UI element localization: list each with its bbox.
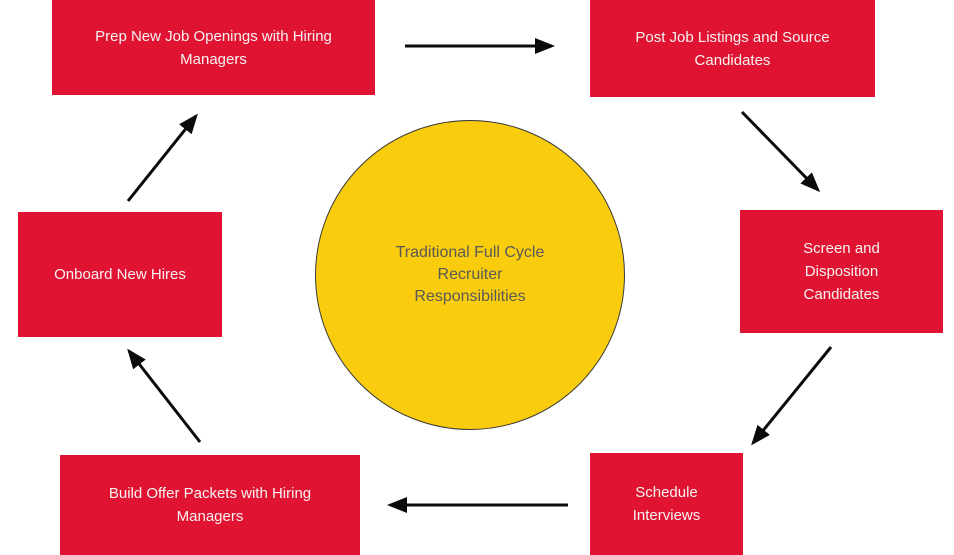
arrow-onboard-to-prep-icon (126, 113, 198, 202)
node-schedule-interviews: Schedule Interviews (590, 453, 743, 555)
node-onboard-new-hires: Onboard New Hires (18, 212, 222, 337)
node-prep-new-job-openings: Prep New Job Openings with Hiring Manage… (52, 0, 375, 95)
center-circle-label: Traditional Full Cycle Recruiter Respons… (395, 244, 545, 305)
node-prep-label: Prep New Job Openings with Hiring Manage… (95, 27, 332, 68)
arrow-screen-to-schedule-icon (751, 346, 833, 446)
node-build-offer-packets: Build Offer Packets with Hiring Managers (60, 455, 360, 555)
arrow-build-to-onboard-icon (127, 348, 202, 443)
arrow-post-to-screen-icon (740, 110, 821, 193)
center-circle: Traditional Full Cycle Recruiter Respons… (315, 120, 625, 430)
node-onboard-label: Onboard New Hires (54, 266, 186, 283)
node-screen-label: Screen and Disposition Candidates (803, 240, 880, 303)
node-post-label: Post Job Listings and Source Candidates (635, 28, 830, 69)
node-schedule-label: Schedule Interviews (632, 484, 701, 524)
node-screen-disposition: Screen and Disposition Candidates (740, 210, 943, 333)
node-build-label: Build Offer Packets with Hiring Managers (108, 485, 312, 525)
node-post-job-listings: Post Job Listings and Source Candidates (590, 0, 875, 97)
